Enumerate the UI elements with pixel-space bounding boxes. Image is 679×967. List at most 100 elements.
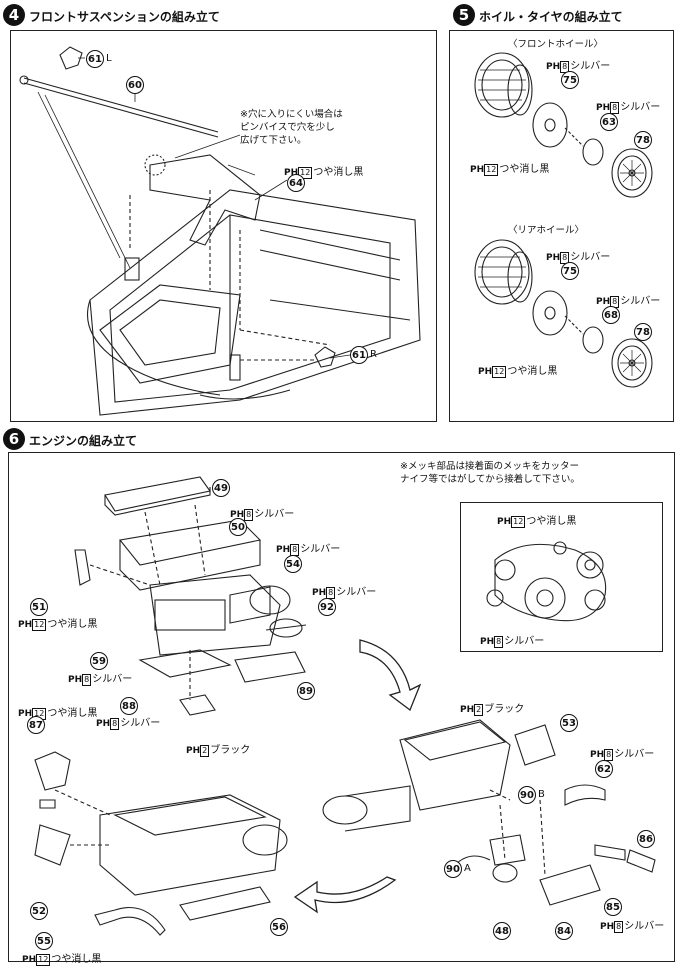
paint-color: シルバー <box>624 921 665 932</box>
step-6-note: ※メッキ部品は接着面のメッキをカッター ナイフ等ではがしてから接着して下さい。 <box>400 461 580 485</box>
paint-prefix: PH <box>546 253 561 263</box>
part-60-label: 60 <box>126 76 144 94</box>
paint-number: 12 <box>484 164 499 176</box>
rear-part-75-label: 75 <box>561 262 579 280</box>
paint-number: 8 <box>110 718 120 730</box>
paint-prefix: PH <box>590 750 605 760</box>
part-88-label: 88 <box>120 697 138 715</box>
part-90-a-label: 90 <box>444 860 462 878</box>
paint-color: シルバー <box>504 636 545 647</box>
paint-color: シルバー <box>336 587 377 598</box>
paint-prefix: PH <box>96 719 111 729</box>
paint-number: 8 <box>494 636 504 648</box>
part-89-label: 89 <box>297 682 315 700</box>
paint-color: シルバー <box>300 544 341 555</box>
part-84-label: 84 <box>555 922 573 940</box>
paint-prefix: PH <box>22 955 37 965</box>
paint-prefix: PH <box>480 637 495 647</box>
step-5-number: 5 <box>453 4 475 26</box>
part-90-b-suffix: B <box>538 789 545 800</box>
paint-prefix: PH <box>186 746 201 756</box>
paint-color: つや消し黒 <box>47 708 98 719</box>
part-51-label: 51 <box>30 598 48 616</box>
paint-prefix: PH <box>546 62 561 72</box>
paint-prefix: PH <box>470 165 485 175</box>
part-61-left-suffix: L <box>106 53 112 64</box>
paint-number: 2 <box>200 745 210 757</box>
paint-prefix: PH <box>312 588 327 598</box>
paint-prefix: PH <box>596 297 611 307</box>
paint-color: つや消し黒 <box>507 366 558 377</box>
part-48-label: 48 <box>493 922 511 940</box>
paint-prefix: PH <box>600 922 615 932</box>
part-61-right-suffix: R <box>370 349 377 360</box>
step-4-panel <box>10 30 437 422</box>
part-90-a-suffix: A <box>464 863 471 874</box>
part-61-right-label: 61 <box>350 346 368 364</box>
paint-color: シルバー <box>620 296 661 307</box>
part-85-label: 85 <box>604 898 622 916</box>
paint-prefix: PH <box>460 705 475 715</box>
part-90-b-label: 90 <box>518 786 536 804</box>
part-55-label: 55 <box>35 932 53 950</box>
front-part-75-label: 75 <box>561 71 579 89</box>
part-49-label: 49 <box>212 479 230 497</box>
paint-prefix: PH <box>284 168 299 178</box>
step-4-number: 4 <box>3 4 25 26</box>
paint-color: シルバー <box>570 252 611 263</box>
part-62-label: 62 <box>595 760 613 778</box>
paint-prefix: PH <box>497 517 512 527</box>
step-6-number: 6 <box>3 428 25 450</box>
paint-color: つや消し黒 <box>499 164 550 175</box>
paint-color: ブラック <box>210 745 251 756</box>
paint-number: 8 <box>610 102 620 114</box>
paint-color: シルバー <box>120 718 161 729</box>
front-part-63-label: 63 <box>600 113 618 131</box>
paint-color: シルバー <box>570 61 611 72</box>
paint-prefix: PH <box>596 103 611 113</box>
paint-color: つや消し黒 <box>51 954 102 965</box>
part-52-label: 52 <box>30 902 48 920</box>
paint-color: シルバー <box>254 509 295 520</box>
paint-number: 8 <box>614 921 624 933</box>
paint-prefix: PH <box>478 367 493 377</box>
part-56-label: 56 <box>270 918 288 936</box>
step-6-title: エンジンの組み立て <box>29 434 138 448</box>
paint-color: つや消し黒 <box>526 516 577 527</box>
paint-number: 12 <box>298 167 313 179</box>
step-5-title: ホイル・タイヤの組み立て <box>479 10 623 24</box>
paint-number: 12 <box>36 954 51 966</box>
part-92-label: 92 <box>318 598 336 616</box>
paint-color: シルバー <box>92 674 133 685</box>
part-86-label: 86 <box>637 830 655 848</box>
part-64-label: 64 <box>287 174 305 192</box>
paint-number: 8 <box>82 674 92 686</box>
paint-prefix: PH <box>276 545 291 555</box>
paint-number: 2 <box>474 704 484 716</box>
rear-part-68-label: 68 <box>602 306 620 324</box>
paint-number: 12 <box>492 366 507 378</box>
paint-color: ブラック <box>484 704 525 715</box>
paint-prefix: PH <box>230 510 245 520</box>
paint-number: 12 <box>511 516 526 528</box>
paint-prefix: PH <box>18 709 33 719</box>
paint-prefix: PH <box>68 675 83 685</box>
front-wheel-label: 〈フロントホイール〉 <box>508 39 604 50</box>
paint-color: シルバー <box>614 749 655 760</box>
paint-number: 12 <box>32 619 47 631</box>
